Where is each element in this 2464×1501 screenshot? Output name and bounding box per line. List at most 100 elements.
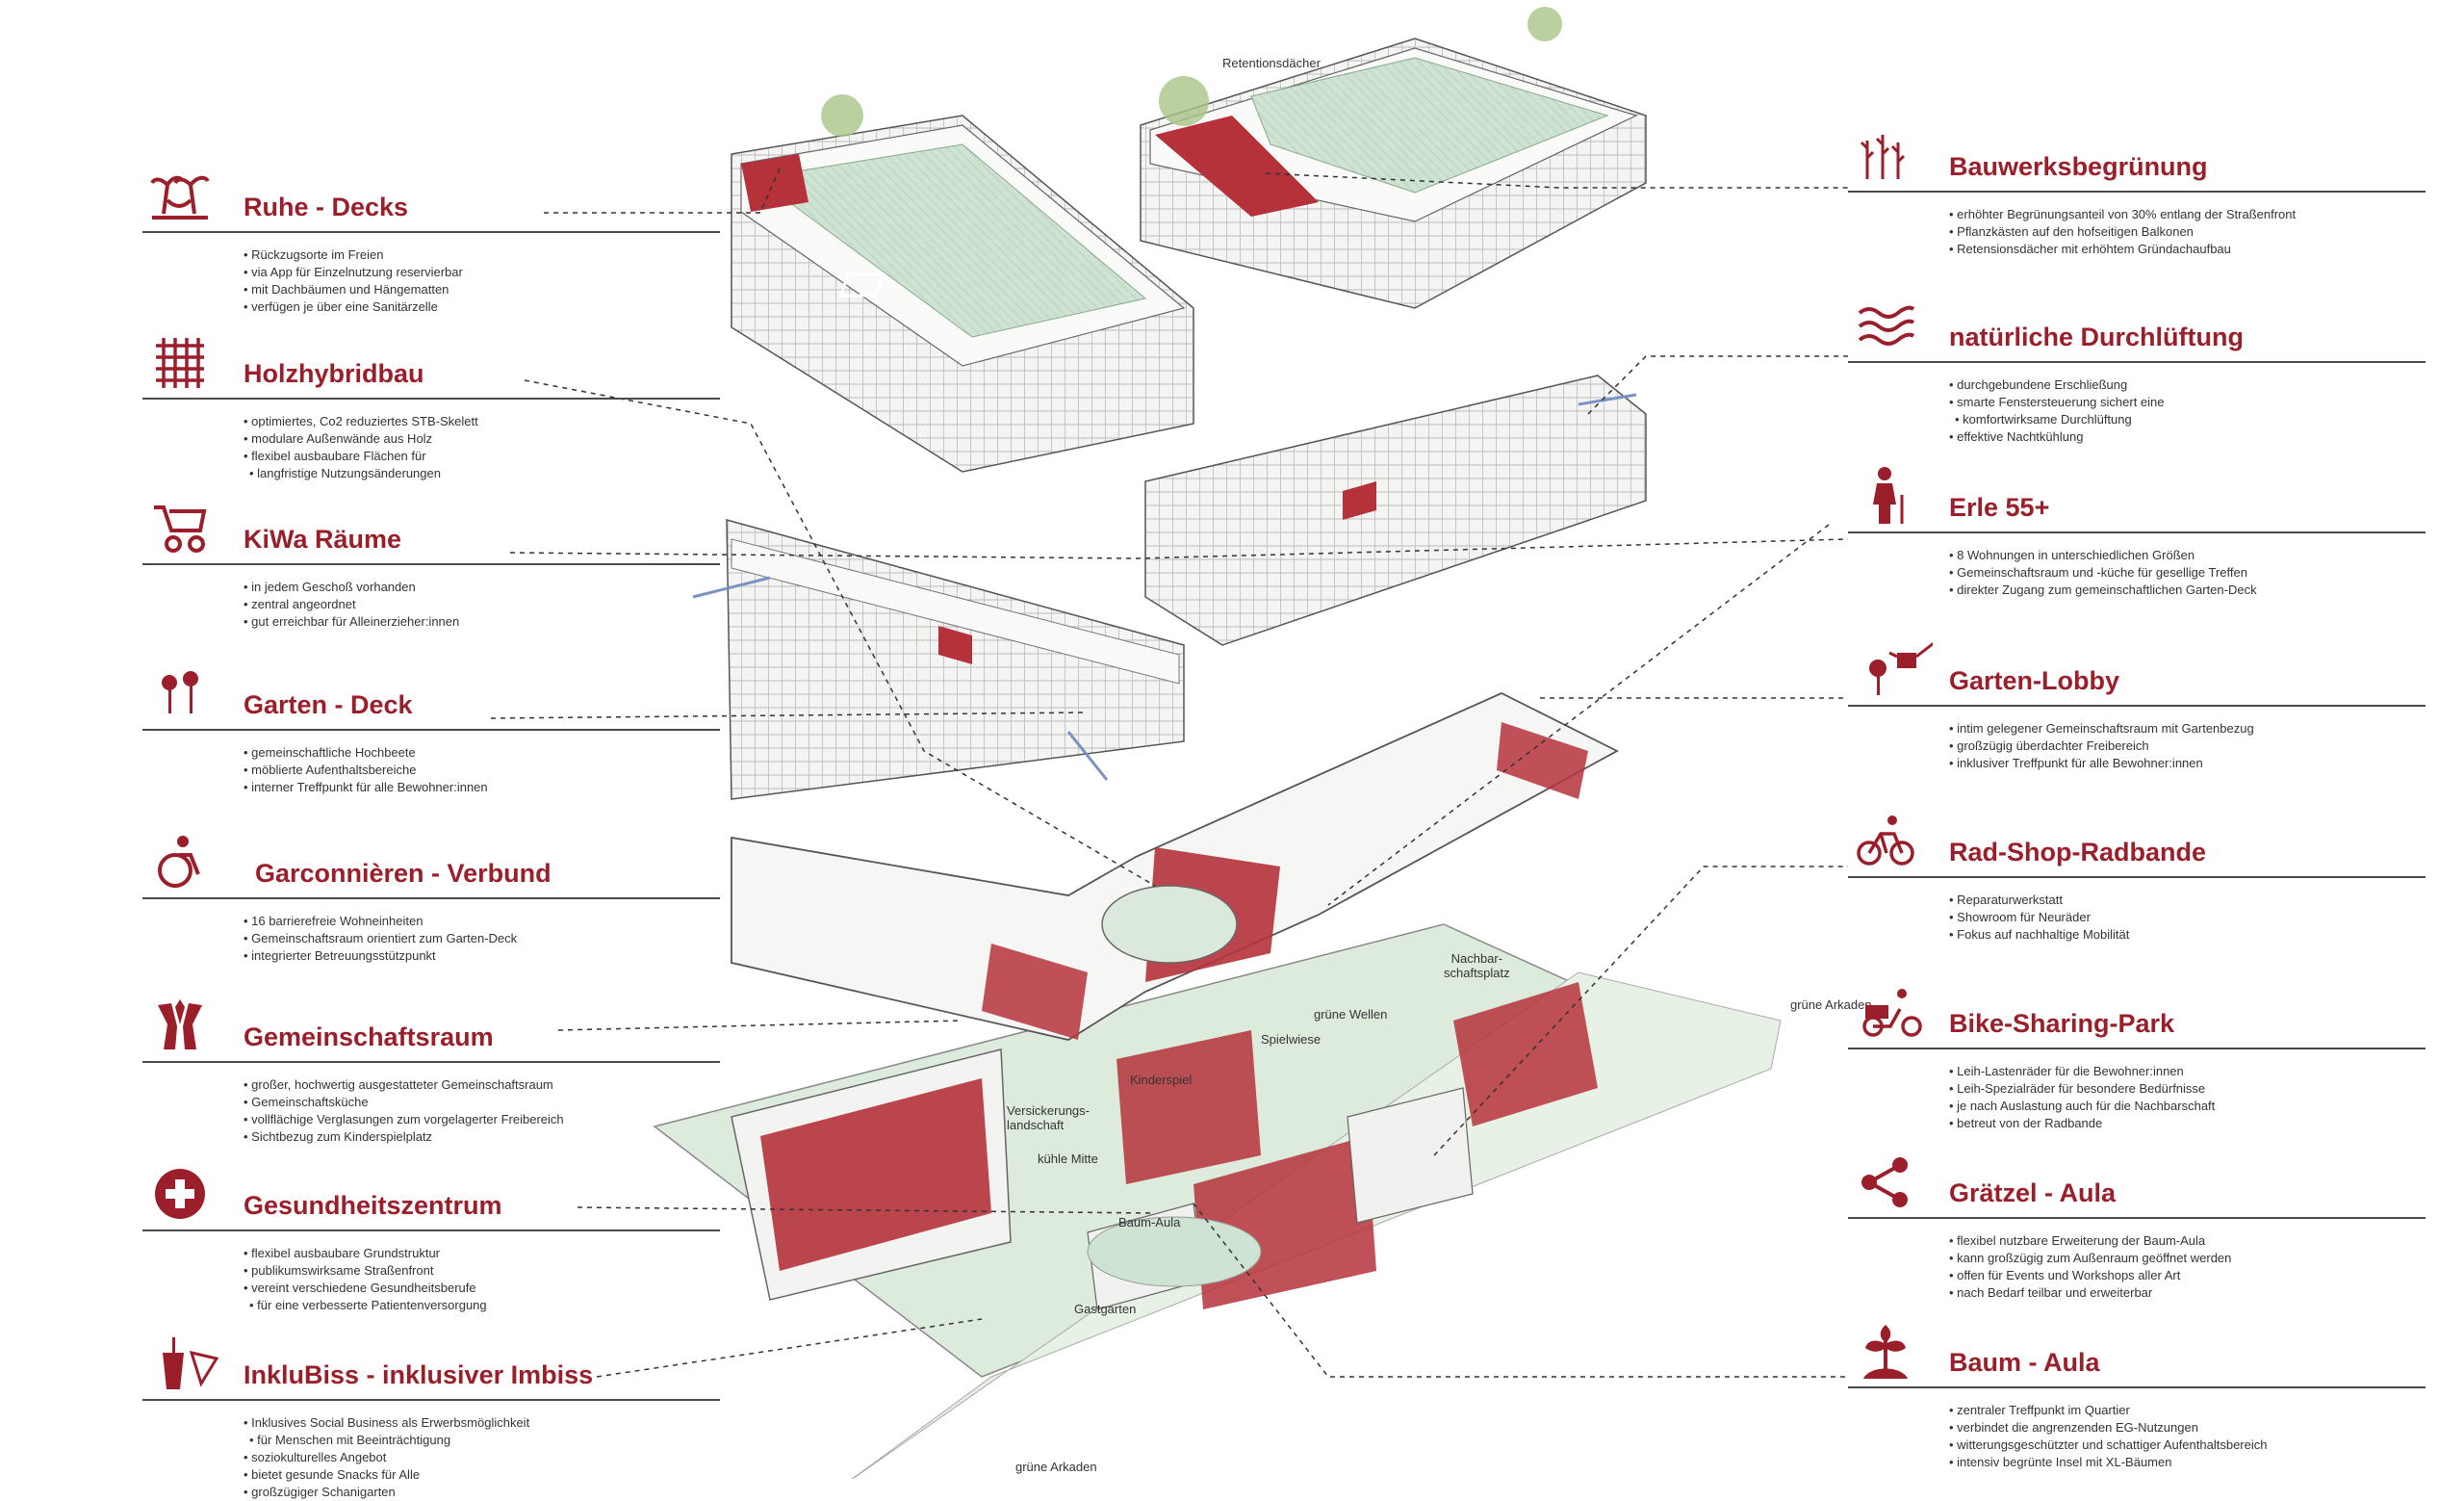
feature-list: gemeinschaftliche Hochbeete möblierte Au… <box>244 744 488 796</box>
divider <box>142 729 720 731</box>
list-item: zentraler Treffpunkt im Quartier <box>1949 1402 2267 1419</box>
feature-list: Reparaturwerkstatt Showroom für Neuräder… <box>1949 892 2129 944</box>
list-item: soziokulturelles Angebot <box>244 1449 529 1466</box>
divider <box>1848 876 2426 878</box>
feature-title: Garconnièren - Verbund <box>255 859 552 888</box>
list-item: offen für Events und Workshops aller Art <box>1949 1267 2231 1284</box>
list-item: mit Dachbäumen und Hängematten <box>244 281 463 298</box>
sapling-icon <box>1863 1325 1908 1379</box>
label-versickerung: Versickerungs- landschaft <box>1007 1103 1090 1132</box>
feature-list: flexibel nutzbare Erweiterung der Baum-A… <box>1949 1232 2231 1302</box>
list-item: Gemeinschaftsraum und -küche für geselli… <box>1949 564 2257 582</box>
label-baum-aula: Baum-Aula <box>1118 1215 1181 1229</box>
drink-pizza-icon <box>163 1337 219 1389</box>
palm-hammock-icon <box>150 175 210 220</box>
feature-list: intim gelegener Gemeinschaftsraum mit Ga… <box>1949 720 2254 772</box>
watering-can-icon <box>1869 641 1933 695</box>
list-item: 8 Wohnungen in unterschiedlichen Größen <box>1949 547 2257 564</box>
feature-list: in jedem Geschoß vorhanden zentral angeo… <box>244 579 459 631</box>
cargo-bike-icon <box>1862 989 1922 1037</box>
divider <box>1848 1217 2426 1219</box>
feature-list: 16 barrierefreie Wohneinheiten Gemeinsch… <box>244 913 517 965</box>
list-item: Reparaturwerkstatt <box>1949 892 2129 909</box>
list-item: direkter Zugang zum gemeinschaftlichen G… <box>1949 582 2256 599</box>
divider <box>142 563 720 565</box>
divider <box>1848 705 2426 707</box>
list-item: Showroom für Neuräder <box>1949 909 2129 926</box>
list-item: flexibel nutzbare Erweiterung der Baum-A… <box>1949 1232 2231 1250</box>
wheelchair-icon <box>158 836 200 888</box>
list-item: Retensionsdächer mit erhöhtem Gründachau… <box>1949 241 2296 258</box>
list-item: für Menschen mit Beeinträchtigung <box>244 1432 529 1449</box>
feature-title: Gesundheitszentrum <box>244 1191 502 1220</box>
feature-title: Baum - Aula <box>1949 1348 2100 1377</box>
feature-title: Garten - Deck <box>244 690 413 719</box>
list-item: Leih-Spezialräder für besondere Bedürfni… <box>1949 1080 2215 1098</box>
list-item: Sichtbezug zum Kinderspielplatz <box>244 1128 564 1146</box>
list-item: großzügig überdachter Freibereich <box>1949 738 2254 755</box>
list-item: Rückzugsorte im Freien <box>244 246 463 264</box>
list-item: betreut von der Radbande <box>1949 1115 2215 1132</box>
feature-list: Leih-Lastenräder für die Bewohner:innen … <box>1949 1063 2215 1132</box>
list-item: flexibel ausbaubare Grundstruktur <box>244 1245 487 1262</box>
cyclist-icon <box>1857 815 1914 866</box>
grid-icon <box>156 338 204 388</box>
list-item: großer, hochwertig ausgestatteter Gemein… <box>244 1076 564 1094</box>
elderly-person-icon <box>1873 467 1904 524</box>
label-retention: Retentionsdächer <box>1222 56 1321 70</box>
wind-icon <box>1858 305 1915 346</box>
list-item: Pflanzkästen auf den hofseitigen Balkone… <box>1949 223 2296 241</box>
plants-icon <box>1860 135 1906 179</box>
share-network-icon <box>1861 1157 1908 1207</box>
divider <box>142 231 720 233</box>
list-item: Gemeinschaftsraum orientiert zum Garten-… <box>244 930 517 947</box>
list-item: bietet gesunde Snacks für Alle <box>244 1466 529 1484</box>
feature-list: optimiertes, Co2 reduziertes STB-Skelett… <box>244 413 478 482</box>
feature-list: 8 Wohnungen in unterschiedlichen Größen … <box>1949 547 2257 599</box>
list-item: möblierte Aufenthaltsbereiche <box>244 762 488 779</box>
list-item: durchgebundene Erschließung <box>1949 376 2165 394</box>
label-gruene-arkaden-right: grüne Arkaden <box>1790 997 1872 1012</box>
divider <box>142 1229 720 1231</box>
feature-title: Ruhe - Decks <box>244 193 409 221</box>
list-item: erhöhter Begrünungsanteil von 30% entlan… <box>1949 206 2296 223</box>
label-kinderspiel: Kinderspiel <box>1130 1073 1193 1087</box>
divider <box>1848 1048 2426 1049</box>
divider <box>1848 361 2426 363</box>
feature-list: flexibel ausbaubare Grundstruktur publik… <box>244 1245 487 1314</box>
list-item: flexibel ausbaubare Flächen für <box>244 448 478 465</box>
feature-title: Bike-Sharing-Park <box>1949 1009 2175 1038</box>
leader-lines <box>490 168 1849 1378</box>
list-item: modulare Außenwände aus Holz <box>244 430 478 448</box>
list-item: publikumswirksame Straßenfront <box>244 1262 487 1280</box>
feature-title: Grätzel - Aula <box>1949 1178 2117 1207</box>
list-item: optimiertes, Co2 reduziertes STB-Skelett <box>244 413 478 430</box>
feature-list: erhöhter Begrünungsanteil von 30% entlan… <box>1949 206 2296 258</box>
feature-title: Gemeinschaftsraum <box>244 1022 494 1051</box>
label-spielwiese: Spielwiese <box>1261 1032 1322 1047</box>
list-item: integrierter Betreuungsstützpunkt <box>244 947 517 965</box>
feature-title: InkluBiss - inklusiver Imbiss <box>244 1360 594 1389</box>
list-item: witterungsgeschützter und schattiger Auf… <box>1949 1436 2267 1454</box>
middle-floors <box>692 375 1647 800</box>
list-item: gemeinschaftliche Hochbeete <box>244 744 488 762</box>
divider <box>1848 531 2426 533</box>
feature-title: Erle 55+ <box>1949 493 2050 522</box>
feature-list: großer, hochwertig ausgestatteter Gemein… <box>244 1076 564 1146</box>
stroller-icon <box>154 505 207 553</box>
list-item: Leih-Lastenräder für die Bewohner:innen <box>1949 1063 2215 1080</box>
flowers-icon <box>162 671 198 713</box>
ground-floor <box>653 923 1782 1479</box>
feature-title: KiWa Räume <box>244 525 402 554</box>
feature-title: Rad-Shop-Radbande <box>1949 838 2206 867</box>
divider <box>1848 191 2426 193</box>
list-item: Fokus auf nachhaltige Mobilität <box>1949 926 2129 944</box>
building-top-left <box>731 94 1194 473</box>
divider <box>142 1061 720 1063</box>
list-item: effektive Nachtkühlung <box>1949 428 2165 446</box>
list-item: verfügen je über eine Sanitärzelle <box>244 298 463 316</box>
list-item: für eine verbesserte Patientenversorgung <box>244 1297 486 1314</box>
feature-list: Inklusives Social Business als Erwerbsmö… <box>244 1414 529 1501</box>
list-item: vereint verschiedene Gesundheitsberufe <box>244 1280 487 1297</box>
